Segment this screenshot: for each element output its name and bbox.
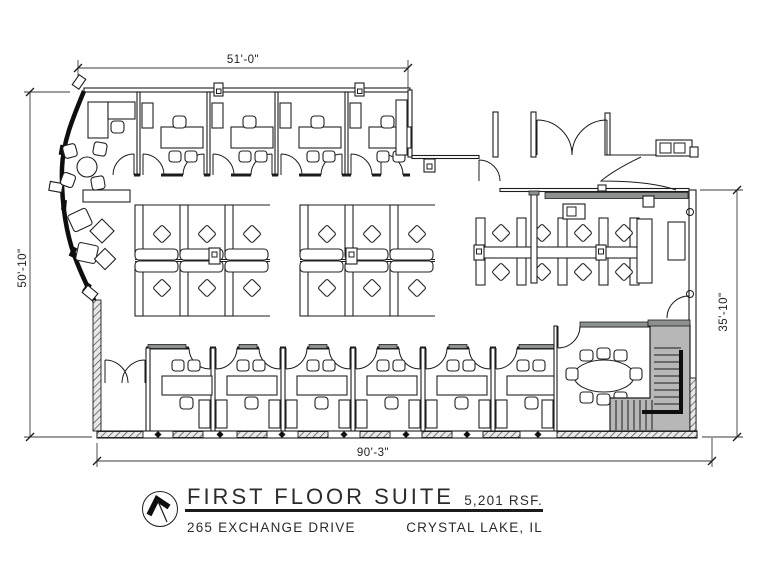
cubicle-cluster-c [473, 217, 640, 286]
bottom-wall [96, 430, 698, 439]
stair-railing [642, 350, 683, 414]
suite-area: 5,201 RSF. [464, 493, 543, 508]
dimension-right: 35'-10" [718, 292, 730, 331]
sidelight-bars [147, 344, 555, 349]
bottom-offices [104, 344, 558, 438]
dimension-top: 51'-0" [227, 54, 259, 66]
dimension-annotations: 51'-0" 50'-10" 35'-10" 90'-3" [17, 54, 743, 467]
suite-address: 265 EXCHANGE DRIVE [187, 520, 356, 535]
building-common-area [492, 111, 699, 191]
dimension-left: 50'-10" [17, 248, 29, 287]
suite-city: CRYSTAL LAKE, IL [406, 520, 543, 535]
suite-title: FIRST FLOOR SUITE [187, 484, 454, 509]
conference-door-swing [557, 325, 581, 349]
title-block: FIRST FLOOR SUITE 5,201 RSF. 265 EXCHANG… [142, 484, 543, 535]
cubicle-cluster-a [134, 204, 270, 317]
window-ticks [154, 430, 542, 439]
kitchen-door-swing [666, 295, 690, 319]
dimension-bottom: 90'-3" [357, 447, 389, 459]
top-offices [87, 91, 412, 177]
lounge-armchairs [67, 207, 117, 271]
title-rule [185, 509, 543, 512]
vestibule-double-door [104, 359, 146, 384]
north-arrow-icon [142, 491, 178, 527]
reception-desk [87, 101, 136, 139]
exterior-walls [48, 74, 697, 438]
conference-table [573, 359, 635, 393]
reception-lounge [59, 141, 131, 271]
kitchen-break-room [528, 190, 690, 319]
office-storage-cabinets [198, 399, 554, 429]
cubicle-cluster-b [299, 204, 435, 317]
